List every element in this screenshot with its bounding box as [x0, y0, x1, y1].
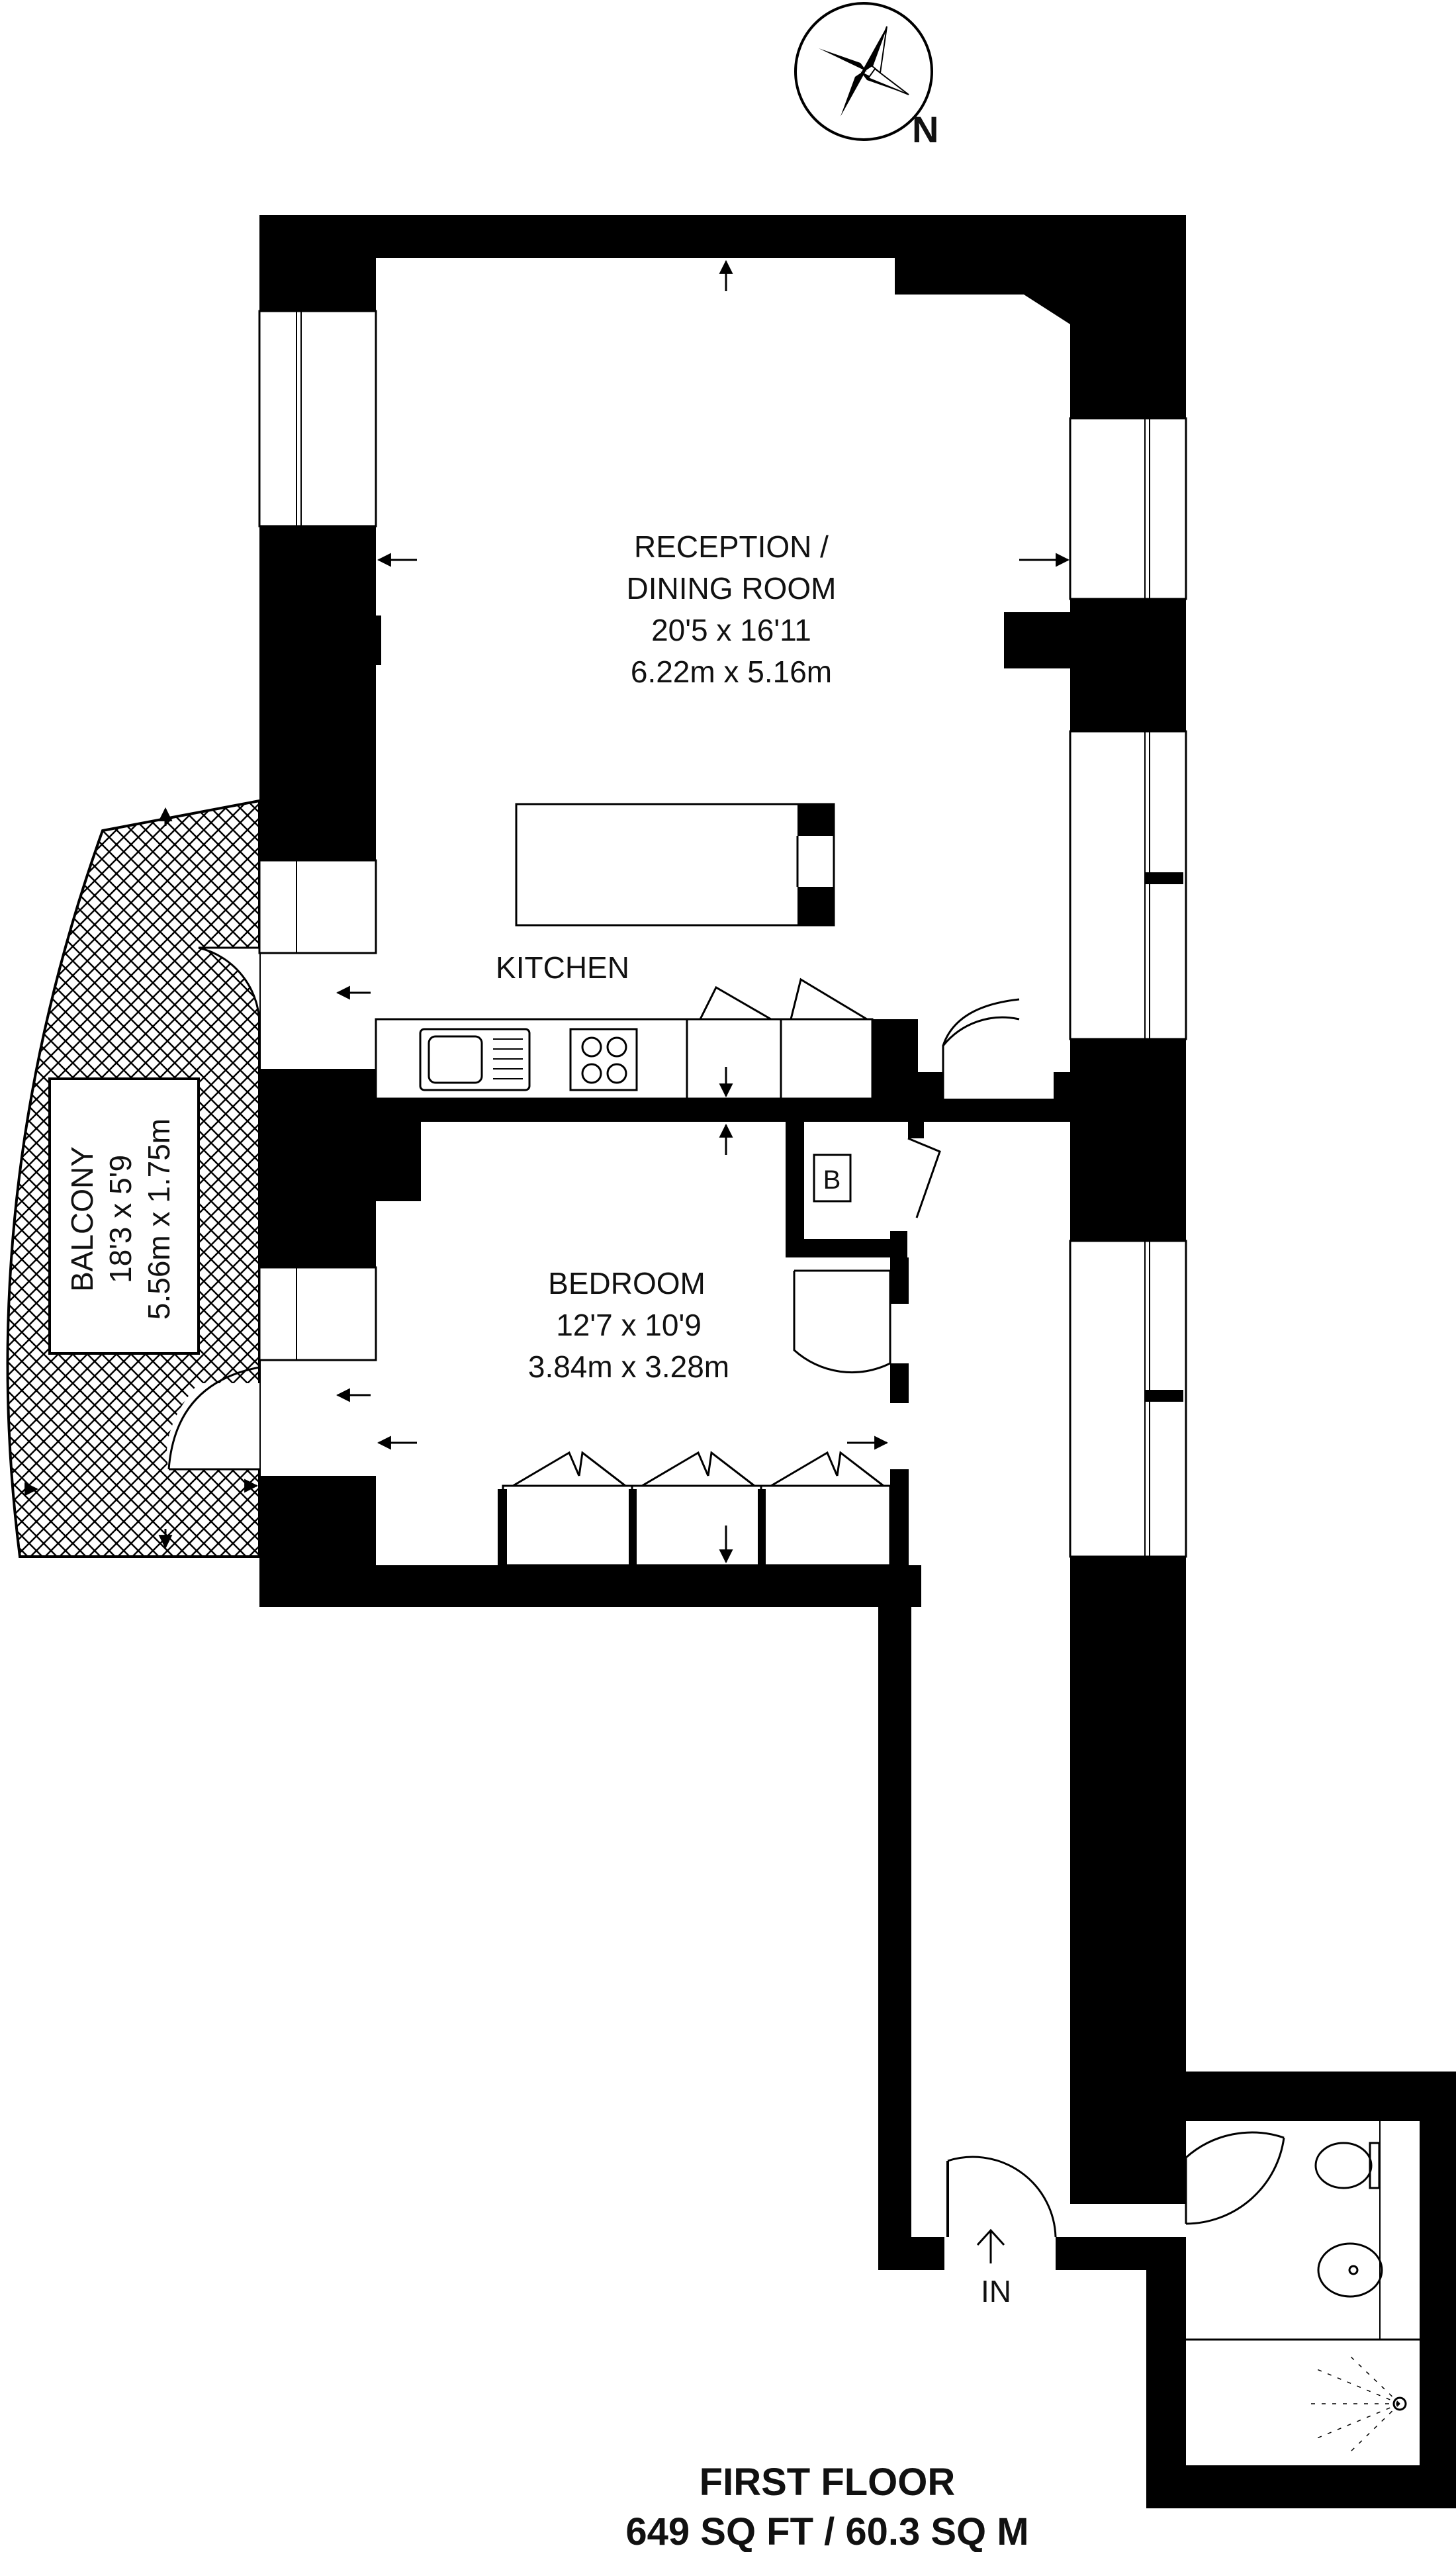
boiler-box — [813, 1154, 852, 1203]
bedroom-imperial-size: 12'7 x 10'9 — [556, 1308, 702, 1342]
kitchen-label: KITCHEN — [496, 950, 629, 985]
bathroom-fittings — [1186, 2121, 1420, 2453]
compass-rose-icon — [794, 2, 933, 141]
balcony-imperial-size: 18'3 x 5'9 — [103, 1155, 138, 1283]
bedroom-name: BEDROOM — [548, 1266, 705, 1300]
reception-imperial-size: 20'5 x 16'11 — [651, 613, 811, 647]
windows — [258, 310, 1187, 1558]
boiler-label: B — [823, 1165, 841, 1195]
bedroom-wardrobes — [498, 1451, 891, 1567]
floor-area: 649 SQ FT / 60.3 SQ M — [625, 2510, 1028, 2552]
entrance-label: IN — [981, 2274, 1011, 2308]
walls — [259, 215, 1456, 2508]
compass-north-label: N — [912, 109, 938, 150]
bedroom-metric-size: 3.84m x 3.28m — [528, 1349, 729, 1384]
doors — [793, 998, 1285, 2238]
balcony-label: BALCONY — [65, 1146, 99, 1292]
balcony-metric-size: 5.56m x 1.75m — [142, 1118, 176, 1320]
reception-name-line-2: DINING ROOM — [627, 571, 837, 606]
entrance-arrow-icon — [976, 2228, 1005, 2263]
reception-name-line-1: RECEPTION / — [634, 529, 829, 564]
reception-metric-size: 6.22m x 5.16m — [631, 655, 832, 689]
dimension-arrows — [24, 259, 1070, 1564]
floor-title: FIRST FLOOR — [700, 2461, 956, 2504]
kitchen-fittings — [375, 803, 874, 1100]
balcony — [6, 799, 261, 1558]
